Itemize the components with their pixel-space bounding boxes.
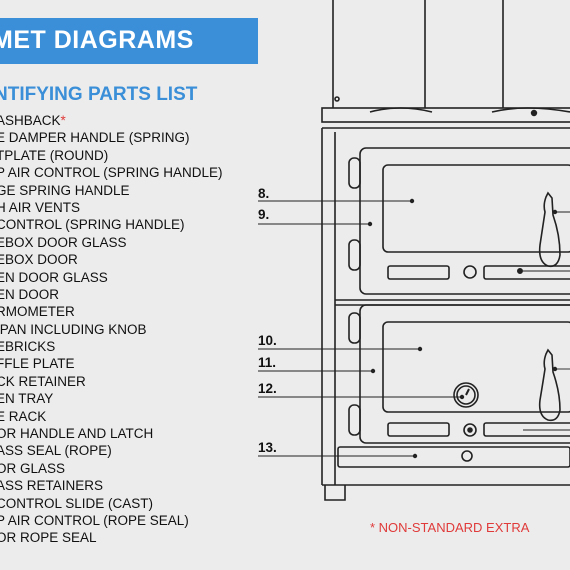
callout-10: 10. bbox=[258, 333, 277, 348]
list-item: TPLATE (ROUND) bbox=[0, 147, 109, 163]
non-standard-marker: * bbox=[60, 113, 66, 128]
list-item: EN DOOR bbox=[0, 286, 60, 302]
thermometer bbox=[453, 382, 479, 408]
flue-pipe bbox=[332, 0, 504, 108]
list-item: RMOMETER bbox=[0, 304, 75, 320]
list-item: ASS RETAINERS bbox=[0, 478, 104, 494]
callout-leaders bbox=[258, 200, 570, 457]
firebox-door bbox=[348, 147, 570, 295]
oven-door-handle bbox=[538, 348, 561, 422]
callout-11: 11. bbox=[258, 355, 277, 370]
callout-9: 9. bbox=[258, 207, 270, 222]
list-item: FFLE PLATE bbox=[0, 356, 75, 372]
list-item: P AIR CONTROL (SPRING HANDLE) bbox=[0, 165, 223, 181]
callout-8: 8. bbox=[258, 186, 270, 201]
list-item: EN DOOR GLASS bbox=[0, 269, 108, 285]
callout-12: 12. bbox=[258, 381, 277, 396]
list-item: CONTROL SLIDE (CAST) bbox=[0, 495, 154, 511]
list-item: EBOX DOOR GLASS bbox=[0, 234, 127, 250]
list-item: H AIR VENTS bbox=[0, 199, 81, 215]
list-item: E RACK bbox=[0, 408, 47, 424]
callout-13: 13. bbox=[258, 440, 277, 455]
list-item: EN TRAY bbox=[0, 391, 54, 407]
list-item: E DAMPER HANDLE (SPRING) bbox=[0, 130, 190, 146]
list-item: ASHBACK* bbox=[0, 113, 66, 128]
list-item: GE SPRING HANDLE bbox=[0, 182, 130, 198]
leader-dots bbox=[367, 198, 558, 459]
list-item: OR GLASS bbox=[0, 460, 66, 476]
list-item: CONTROL (SPRING HANDLE) bbox=[0, 217, 185, 233]
list-item: CK RETAINER bbox=[0, 373, 86, 389]
ashpan bbox=[337, 446, 570, 468]
page-title: MET DIAGRAMS bbox=[0, 26, 194, 54]
list-item: IPAN INCLUDING KNOB bbox=[0, 321, 147, 337]
list-item: EBOX DOOR bbox=[0, 252, 78, 268]
hob-top bbox=[321, 96, 570, 129]
parts-list-heading: NTIFYING PARTS LIST bbox=[0, 84, 198, 105]
parts-list: ASHBACK* E DAMPER HANDLE (SPRING) TPLATE… bbox=[0, 112, 223, 547]
list-item: EBRICKS bbox=[0, 339, 56, 355]
list-item: ASS SEAL (ROPE) bbox=[0, 443, 112, 459]
oven-door bbox=[348, 304, 570, 444]
list-item: OR HANDLE AND LATCH bbox=[0, 426, 154, 442]
list-item: OR ROPE SEAL bbox=[0, 530, 97, 546]
firebox-door-handle bbox=[538, 191, 561, 268]
title-banner: MET DIAGRAMS bbox=[0, 18, 258, 64]
list-item: P AIR CONTROL (ROPE SEAL) bbox=[0, 512, 189, 528]
non-standard-extra-note: * NON-STANDARD EXTRA bbox=[370, 520, 530, 535]
